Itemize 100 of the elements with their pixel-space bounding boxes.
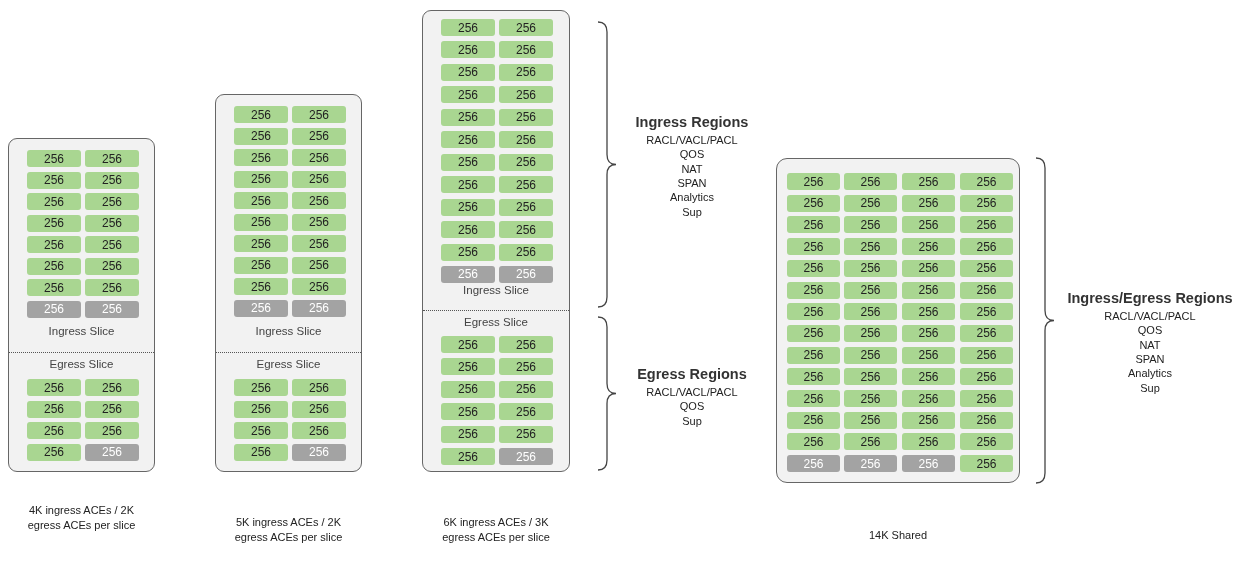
region-item: Sup	[1139, 380, 1161, 395]
tcam-block: 256	[499, 176, 553, 194]
tcam-block: 256	[902, 390, 955, 407]
region-item: SPAN	[1134, 351, 1166, 366]
region-item: QOS	[678, 399, 706, 414]
tcam-block: 256	[441, 336, 495, 353]
tcam-block: 256	[844, 238, 897, 256]
tcam-block: 256	[960, 173, 1013, 190]
tcam-block: 256	[787, 173, 840, 190]
tcam-block: 256	[787, 368, 840, 386]
tcam-block: 256	[234, 149, 288, 166]
tcam-block: 256	[441, 86, 495, 104]
tcam-block: 256	[844, 390, 897, 407]
tcam-block: 256	[27, 193, 81, 210]
region-item: Analytics	[669, 190, 715, 205]
tcam-block: 256	[960, 346, 1013, 364]
tcam-block: 256	[499, 108, 553, 126]
tcam-block: 256	[441, 221, 495, 239]
slice-panel	[8, 138, 155, 472]
tcam-block: 256	[441, 131, 495, 149]
tcam-block: 256	[85, 193, 139, 210]
tcam-block: 256	[441, 448, 495, 465]
tcam-block: 256	[902, 433, 955, 451]
tcam-block: 256	[787, 194, 840, 212]
tcam-block: 256	[27, 150, 81, 167]
tcam-block: 256	[292, 443, 346, 461]
slice-label: Ingress Slice	[47, 324, 116, 338]
tcam-block: 256	[499, 358, 553, 376]
tcam-block: 256	[499, 41, 553, 59]
caption: 6K ingress ACEs / 3K egress ACEs per slice	[441, 515, 551, 545]
tcam-block: 256	[902, 238, 955, 256]
tcam-block: 256	[292, 299, 346, 317]
tcam-block: 256	[27, 443, 81, 461]
tcam-block: 256	[844, 433, 897, 451]
tcam-block: 256	[292, 213, 346, 231]
tcam-block: 256	[499, 243, 553, 261]
tcam-block: 256	[27, 236, 81, 253]
tcam-block: 256	[787, 324, 840, 342]
slice-panel	[422, 10, 570, 472]
tcam-block: 256	[787, 216, 840, 234]
tcam-block: 256	[844, 173, 897, 190]
tcam-block: 256	[234, 278, 288, 295]
tcam-block: 256	[844, 411, 897, 429]
tcam-block: 256	[844, 368, 897, 386]
tcam-block: 256	[499, 198, 553, 216]
tcam-block: 256	[441, 243, 495, 261]
tcam-block: 256	[902, 303, 955, 321]
tcam-block: 256	[292, 379, 346, 396]
tcam-block: 256	[902, 194, 955, 212]
tcam-block: 256	[499, 336, 553, 353]
tcam-block: 256	[499, 19, 553, 36]
tcam-block: 256	[844, 324, 897, 342]
tcam-block: 256	[499, 221, 553, 239]
region-item: Analytics	[1127, 366, 1173, 381]
tcam-block: 256	[441, 403, 495, 421]
tcam-block: 256	[787, 455, 840, 473]
tcam-block: 256	[441, 41, 495, 59]
region-heading: Egress Regions	[636, 366, 748, 383]
tcam-block: 256	[85, 279, 139, 296]
tcam-block: 256	[292, 170, 346, 188]
region-item: NAT	[1138, 337, 1162, 352]
tcam-block: 256	[902, 346, 955, 364]
region-item: QOS	[678, 147, 706, 162]
caption: 14K Shared	[867, 528, 929, 543]
tcam-block: 256	[844, 194, 897, 212]
tcam-block: 256	[234, 379, 288, 396]
tcam-block: 256	[85, 400, 139, 418]
tcam-block: 256	[85, 150, 139, 167]
slice-label: Egress Slice	[48, 357, 115, 371]
tcam-block: 256	[292, 278, 346, 295]
tcam-block: 256	[960, 216, 1013, 234]
tcam-block: 256	[292, 235, 346, 252]
caption: 5K ingress ACEs / 2K egress ACEs per slice	[233, 515, 344, 545]
tcam-block: 256	[787, 238, 840, 256]
tcam-block: 256	[27, 171, 81, 189]
tcam-block: 256	[27, 379, 81, 396]
tcam-block: 256	[441, 176, 495, 194]
tcam-block: 256	[27, 279, 81, 296]
tcam-block: 256	[85, 171, 139, 189]
tcam-block: 256	[292, 422, 346, 439]
tcam-block: 256	[441, 265, 495, 283]
region-item: SPAN	[676, 175, 708, 190]
region-heading: Ingress Regions	[634, 114, 750, 131]
panel-box	[776, 158, 1020, 483]
tcam-block: 256	[844, 455, 897, 473]
tcam-block: 256	[292, 192, 346, 209]
tcam-block: 256	[441, 380, 495, 398]
tcam-block: 256	[960, 303, 1013, 321]
tcam-block: 256	[787, 390, 840, 407]
tcam-block: 256	[27, 257, 81, 275]
tcam-block: 256	[234, 256, 288, 274]
region-item: NAT	[680, 161, 704, 176]
tcam-block: 256	[902, 281, 955, 299]
tcam-block: 256	[960, 390, 1013, 407]
tcam-block: 256	[441, 198, 495, 216]
tcam-block: 256	[441, 425, 495, 443]
tcam-block: 256	[960, 433, 1013, 451]
tcam-block: 256	[787, 259, 840, 277]
tcam-block: 256	[960, 259, 1013, 277]
tcam-block: 256	[499, 131, 553, 149]
